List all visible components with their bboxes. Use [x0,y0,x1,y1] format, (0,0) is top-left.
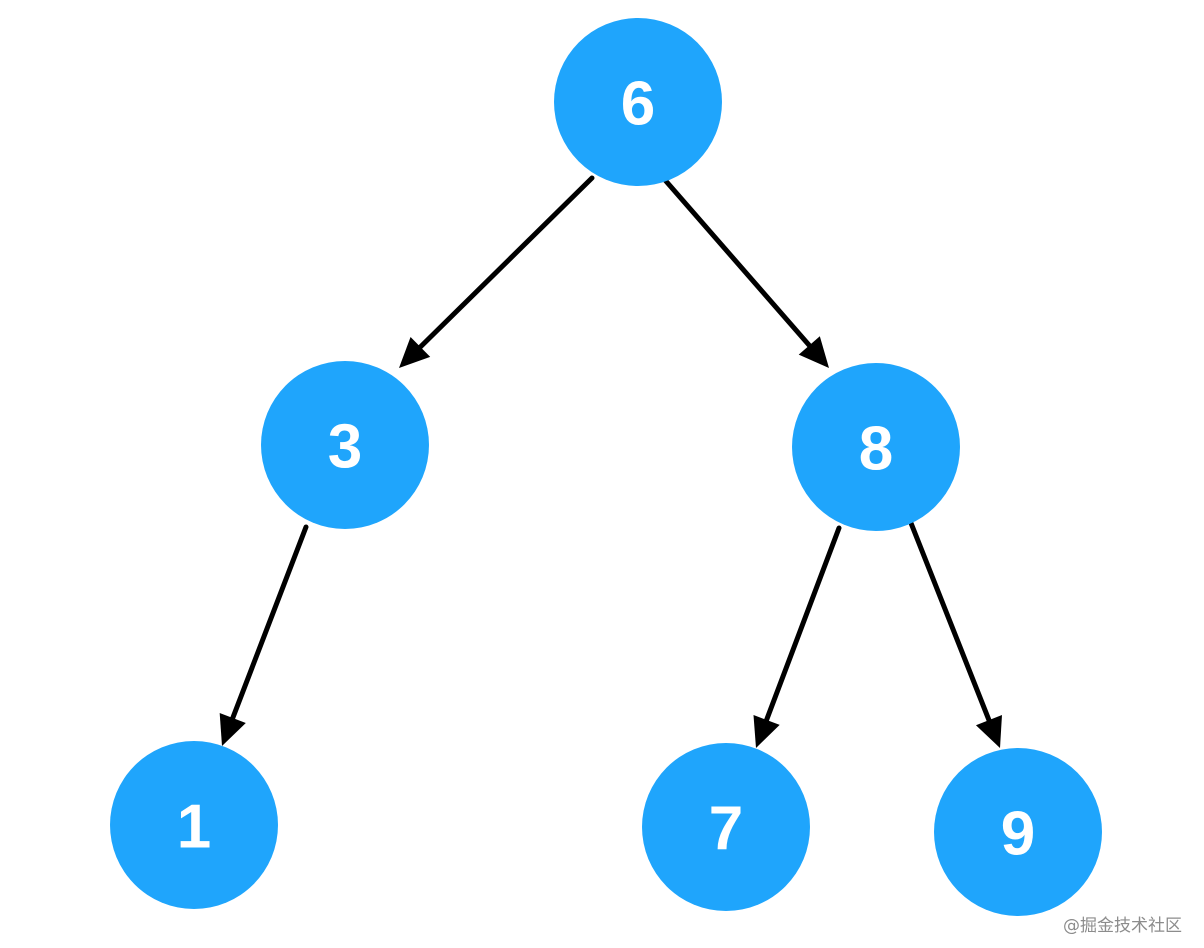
node-circle [934,748,1102,916]
arrowhead-icon [798,336,829,368]
edge-3-to-1 [219,524,309,746]
node-circle [554,18,722,186]
tree-node-6: 6 [554,18,722,186]
edge-8-to-9 [906,515,1002,748]
node-circle [110,741,278,909]
node-label: 8 [859,415,893,484]
edge-line [662,177,815,351]
edge-line [228,524,309,725]
node-label: 1 [177,793,211,862]
arrowhead-icon [753,714,780,748]
arrowhead-icon [219,712,246,746]
edge-line [762,525,842,727]
tree-node-3: 3 [261,361,429,529]
node-label: 7 [709,795,743,864]
node-label: 9 [1001,800,1035,869]
edge-6-to-8 [662,177,829,368]
tree-node-8: 8 [792,363,960,531]
arrowhead-icon [975,714,1002,748]
edge-line [906,515,993,727]
tree-node-1: 1 [110,741,278,909]
tree-node-9: 9 [934,748,1102,916]
watermark: @掘金技术社区 [1063,916,1182,936]
edges-layer [219,175,1002,748]
node-circle [642,743,810,911]
arrowhead-icon [399,336,431,368]
node-label: 6 [621,70,655,139]
edge-8-to-7 [753,525,842,748]
tree-node-7: 7 [642,743,810,911]
node-circle [261,361,429,529]
node-label: 3 [328,413,362,482]
edge-6-to-3 [399,175,595,368]
nodes-layer: 6 3 8 1 7 9 [110,18,1102,916]
edge-line [415,175,595,353]
node-circle [792,363,960,531]
